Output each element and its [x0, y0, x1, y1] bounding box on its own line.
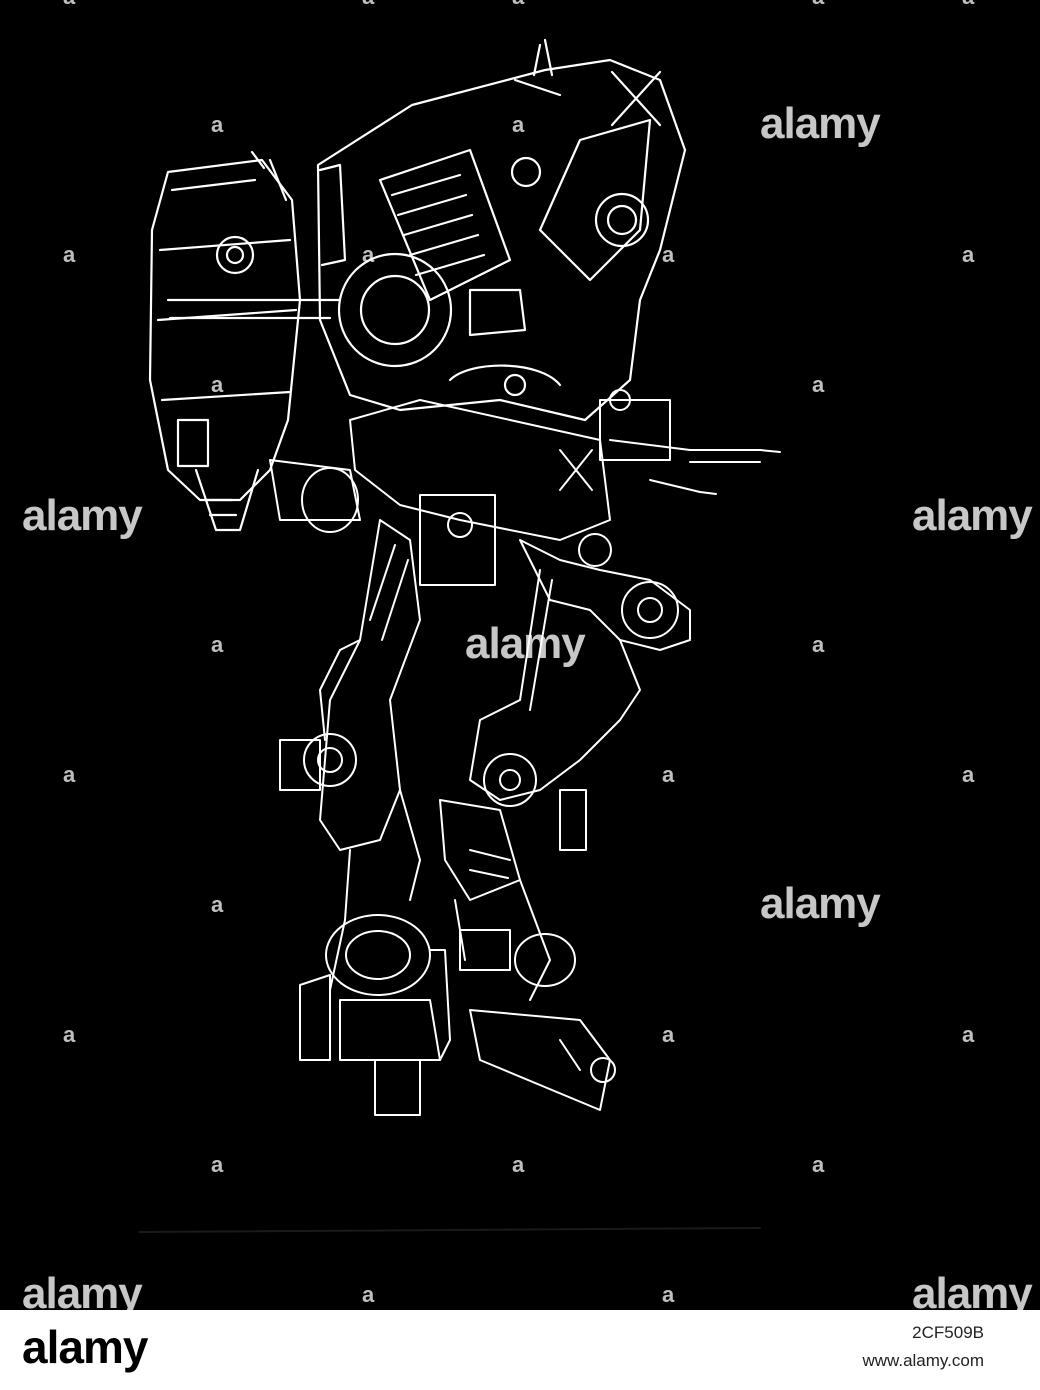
watermark-text: alamy: [465, 619, 586, 668]
watermark-letter: a: [512, 1152, 525, 1177]
watermark-text: alamy: [22, 491, 143, 540]
watermark-text: alamy: [760, 879, 881, 928]
engine-pod: [148, 150, 342, 532]
hip-assembly: [269, 399, 611, 586]
watermark-letter: a: [662, 1282, 675, 1307]
front-leg: [439, 533, 691, 1111]
watermark-letter: a: [962, 242, 975, 267]
watermark-letter: a: [812, 0, 824, 8]
site-url: www.alamy.com: [862, 1351, 984, 1370]
mech-robot-illustration: [139, 38, 781, 1233]
watermark-letter: a: [211, 892, 224, 917]
watermark-letter: a: [662, 762, 675, 787]
watermark-letter: a: [63, 0, 75, 8]
watermark-text: alamy: [912, 491, 1033, 540]
rear-leg: [279, 519, 451, 1116]
watermark-letter: a: [512, 0, 524, 8]
watermark-letter: a: [962, 1022, 975, 1047]
torso: [316, 38, 687, 422]
watermark-letter: a: [812, 372, 825, 397]
watermark-text: alamy: [760, 99, 881, 148]
watermark-letter: a: [662, 242, 675, 267]
image-canvas: a a a a a a a alamy a a a a a a alamy al…: [0, 0, 1040, 1310]
watermark-letter: a: [812, 1152, 825, 1177]
watermark-letter: a: [962, 762, 975, 787]
watermark-letter: a: [63, 762, 76, 787]
watermark-letter: a: [512, 112, 525, 137]
alamy-logo: alamy: [22, 1321, 148, 1373]
side-gun: [599, 389, 781, 495]
footer-bar: alamy 2CF509B www.alamy.com: [0, 1310, 1040, 1390]
watermark-letter: a: [211, 372, 224, 397]
watermark-letter: a: [362, 1282, 375, 1307]
watermark-letter: a: [962, 0, 974, 8]
watermark-letter: a: [362, 242, 375, 267]
watermark-text: alamy: [22, 1269, 143, 1311]
watermark-letter: a: [211, 632, 224, 657]
watermark-letter: a: [211, 112, 224, 137]
watermark-text: alamy: [912, 1269, 1033, 1311]
watermark-letter: a: [362, 0, 374, 8]
watermark-letter: a: [812, 632, 825, 657]
watermark-letter: a: [211, 1152, 224, 1177]
watermark-letter: a: [63, 1022, 76, 1047]
watermark-letter: a: [662, 1022, 675, 1047]
watermark-letter: a: [63, 242, 76, 267]
image-id: 2CF509B: [912, 1323, 984, 1342]
